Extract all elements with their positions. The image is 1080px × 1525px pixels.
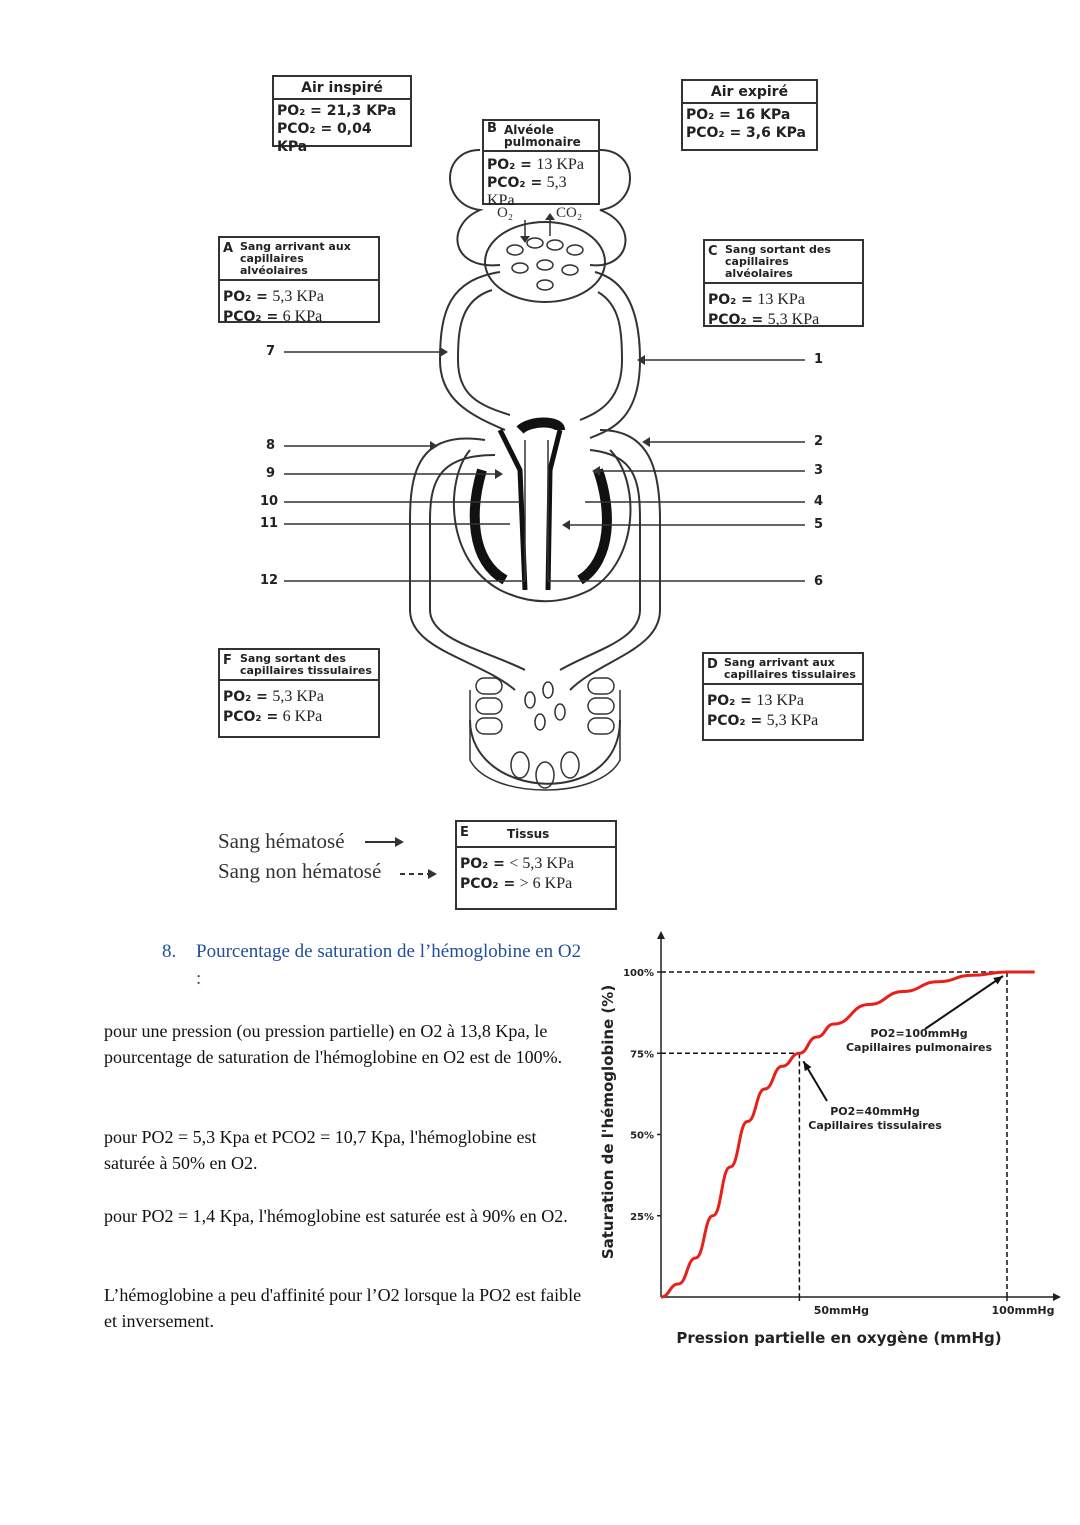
chart-ticks: 25% 50% 75% 100% 50mmHg 100mmHg (623, 968, 1054, 1317)
gas-co2-label: CO₂ (556, 205, 583, 221)
air-expire-title: Air expiré (683, 81, 816, 104)
box-b-po2-label: PO₂ = (487, 157, 532, 173)
y-tick-label: 50% (630, 1131, 654, 1142)
box-d-po2: 13 KPa (756, 692, 804, 709)
label-number-10: 10 (260, 494, 279, 509)
air-inspire-po2: PO₂ = 21,3 KPa (277, 103, 397, 119)
box-f-po2: 5,3 KPa (272, 688, 324, 705)
box-e-title: Tissus (507, 827, 550, 841)
label-number-4: 4 (814, 494, 824, 509)
box-a-po2-label: PO₂ = (223, 289, 268, 305)
box-f-pco2: 6 KPa (282, 708, 323, 725)
circulation-drawing (284, 149, 805, 879)
box-a-pco2: 6 KPa (282, 308, 323, 325)
chart-x-axis-label: Pression partielle en oxygène (mmHg) (676, 1329, 1001, 1347)
gas-o2-label: O₂ (497, 205, 514, 221)
paragraph-3: pour PO2 = 1,4 Kpa, l'hémoglobine est sa… (104, 1206, 568, 1226)
box-d-letter: D (707, 657, 718, 672)
paragraph-4: L’hémoglobine a peu d'affinité pour l’O2… (104, 1285, 582, 1331)
box-d-pco2-label: PCO₂ = (707, 713, 763, 729)
x-axis-arrowhead (1053, 1293, 1061, 1301)
box-d-po2-label: PO₂ = (707, 693, 752, 709)
saturation-curve (660, 970, 1035, 1299)
box-e-pco2-label: PCO₂ = (460, 876, 516, 892)
chart-guide-lines (661, 971, 1008, 1297)
box-a-po2: 5,3 KPa (272, 288, 324, 305)
box-e-po2: < 5,3 KPa (509, 855, 574, 872)
box-a-letter: A (223, 241, 234, 256)
paragraph-1: pour une pression (ou pression partielle… (104, 1021, 563, 1067)
air-inspire-box: Air inspiré PO₂ = 21,3 KPa PCO₂ = 0,04 K… (272, 75, 412, 155)
y-tick-label: 25% (630, 1212, 654, 1223)
x-tick-label: 100mmHg (992, 1304, 1055, 1317)
label-number-1: 1 (814, 352, 824, 367)
y-axis-arrowhead (657, 931, 665, 939)
paragraph-2: pour PO2 = 5,3 Kpa et PCO2 = 10,7 Kpa, l… (104, 1127, 537, 1173)
y-tick-label: 75% (630, 1049, 654, 1060)
label-number-5: 5 (814, 517, 824, 532)
box-b-pco2: 5,3 KPa (487, 174, 567, 209)
box-b-pco2-label: PCO₂ = (487, 175, 543, 191)
label-number-3: 3 (814, 463, 824, 478)
label-number-6: 6 (814, 574, 824, 589)
label-number-2: 2 (814, 434, 824, 449)
label-number-11: 11 (260, 516, 279, 531)
x-tick-label: 50mmHg (814, 1304, 869, 1317)
section-title: Pourcentage de saturation de l’hémoglobi… (196, 941, 582, 989)
box-c-po2: 13 KPa (757, 291, 805, 308)
y-tick-label: 100% (623, 968, 654, 979)
label-number-8: 8 (266, 438, 276, 453)
air-expire-po2: PO₂ = 16 KPa (686, 107, 791, 123)
box-b-po2: 13 KPa (536, 156, 584, 173)
box-e-tissus: E Tissus PO₂ = < 5,3 KPa PCO₂ = > 6 KPa (455, 820, 617, 910)
box-e-pco2: > 6 KPa (519, 875, 573, 892)
box-c-pco2: 5,3 KPa (767, 311, 820, 328)
box-f-letter: F (223, 653, 232, 668)
air-inspire-title: Air inspiré (274, 77, 410, 100)
annotation-label-line1: PO2=100mmHg (870, 1027, 967, 1040)
chart-series (660, 970, 1035, 1299)
box-e-po2-label: PO₂ = (460, 856, 505, 872)
section-number: 8. (162, 941, 177, 962)
air-expire-box: Air expiré PO₂ = 16 KPa PCO₂ = 3,6 KPa (681, 79, 818, 151)
box-e-letter: E (460, 825, 469, 840)
annotation-label-line2: Capillaires tissulaires (808, 1119, 942, 1132)
box-a-pco2-label: PCO₂ = (223, 309, 279, 325)
annotation-label-line2: Capillaires pulmonaires (846, 1041, 993, 1054)
box-b-alveole: B Alvéole pulmonaire PO₂ = 13 KPa PCO₂ =… (482, 119, 600, 209)
label-number-9: 9 (266, 466, 276, 481)
annotation-arrow (924, 975, 1004, 1030)
box-a-title: Sang arrivant aux capillaires alvéolaire… (240, 240, 351, 277)
box-b-title: Alvéole pulmonaire (504, 123, 581, 149)
box-b-letter: B (487, 121, 497, 136)
air-inspire-pco2: PCO₂ = 0,04 KPa (277, 121, 372, 155)
box-c-letter: C (708, 244, 718, 259)
box-c-sang-sortant-alveolaires: C Sang sortant des capillaires alvéolair… (703, 239, 864, 328)
box-d-sang-arrivant-tissulaires: D Sang arrivant aux capillaires tissulai… (702, 652, 864, 741)
label-number-12: 12 (260, 573, 279, 588)
legend-sang-hematose: Sang hématosé (218, 829, 345, 853)
box-d-pco2: 5,3 KPa (766, 712, 819, 729)
box-c-pco2-label: PCO₂ = (708, 312, 764, 328)
box-f-title: Sang sortant des capillaires tissulaires (240, 652, 372, 677)
air-expire-pco2: PCO₂ = 3,6 KPa (686, 125, 806, 141)
chart-axes (657, 931, 1061, 1301)
box-a-sang-arrivant-alveolaires: A Sang arrivant aux capillaires alvéolai… (218, 236, 380, 325)
box-c-po2-label: PO₂ = (708, 292, 753, 308)
chart-y-axis-label: Saturation de l'hémoglobine (%) (599, 985, 617, 1259)
legend-sang-non-hematose: Sang non hématosé (218, 859, 382, 883)
box-f-sang-sortant-tissulaires: F Sang sortant des capillaires tissulair… (218, 648, 380, 738)
box-f-pco2-label: PCO₂ = (223, 709, 279, 725)
annotation-arrowhead (993, 976, 1003, 985)
annotation-arrowhead (803, 1061, 812, 1072)
label-number-7: 7 (266, 344, 276, 359)
box-d-title: Sang arrivant aux capillaires tissulaire… (724, 656, 856, 681)
box-f-po2-label: PO₂ = (223, 689, 268, 705)
annotation-label-line1: PO2=40mmHg (830, 1105, 920, 1118)
box-c-title: Sang sortant des capillaires alvéolaires (725, 243, 831, 280)
